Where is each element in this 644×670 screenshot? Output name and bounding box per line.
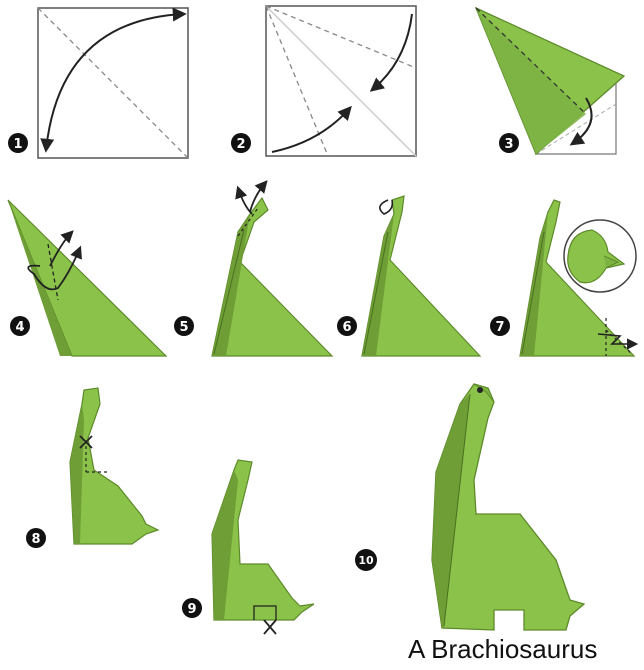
step-2-diagram: [265, 5, 417, 157]
step-4-number: 4: [15, 320, 24, 335]
step-10-badge: 10: [355, 549, 377, 571]
step-6-number: 6: [342, 320, 351, 335]
step-1-number: 1: [13, 137, 22, 152]
step-2-badge: 2: [231, 133, 251, 153]
step-5-badge: 5: [174, 316, 194, 336]
step-3-badge: 3: [499, 133, 519, 153]
step-6-diagram: [361, 195, 482, 357]
step-9-number: 9: [187, 602, 196, 617]
step-7-number: 7: [495, 320, 504, 335]
step-2-number: 2: [236, 137, 245, 152]
step-1-badge: 1: [8, 133, 28, 153]
step-10-diagram: [431, 383, 586, 631]
step-3-diagram: [474, 6, 626, 156]
step-7-diagram: [519, 199, 639, 357]
step-9-badge: 9: [182, 598, 202, 618]
diagram-caption: A Brachiosaurus: [408, 634, 598, 664]
step-4-badge: 4: [10, 316, 30, 336]
step-7-badge: 7: [490, 316, 510, 336]
step-9-diagram: [211, 459, 315, 635]
step-10-number: 10: [358, 554, 374, 567]
step-8-diagram: [69, 387, 160, 545]
step-4-diagram: [7, 199, 168, 357]
step-3-number: 3: [504, 137, 513, 152]
step-1-diagram: [37, 7, 189, 159]
step-8-number: 8: [31, 532, 40, 547]
step-5-diagram: [211, 180, 334, 357]
step-5-number: 5: [179, 320, 188, 335]
step-6-badge: 6: [337, 316, 357, 336]
step-8-badge: 8: [26, 528, 46, 548]
